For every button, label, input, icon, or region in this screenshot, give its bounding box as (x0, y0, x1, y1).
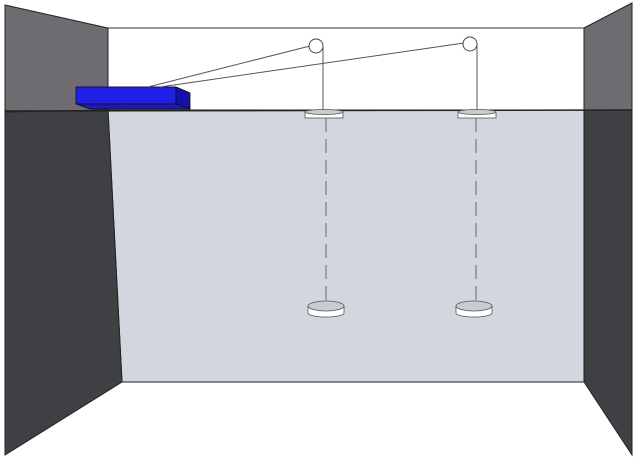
hanging-disc-left-icon (307, 300, 345, 318)
pulley-right-icon (462, 36, 478, 52)
string-to-left-pulley (147, 45, 311, 88)
left-wall-lower (4, 109, 123, 456)
string-to-right-pulley (159, 42, 465, 88)
floor-area (107, 109, 585, 383)
right-wall-lower (583, 109, 633, 457)
right-wall-upper (583, 2, 633, 111)
ceiling-mount-right-icon (457, 109, 497, 119)
hanging-disc-right-icon (455, 300, 493, 318)
pulley-left-icon (308, 38, 324, 54)
sliding-block-icon (75, 86, 191, 110)
ceiling-mount-left-icon (304, 109, 344, 119)
